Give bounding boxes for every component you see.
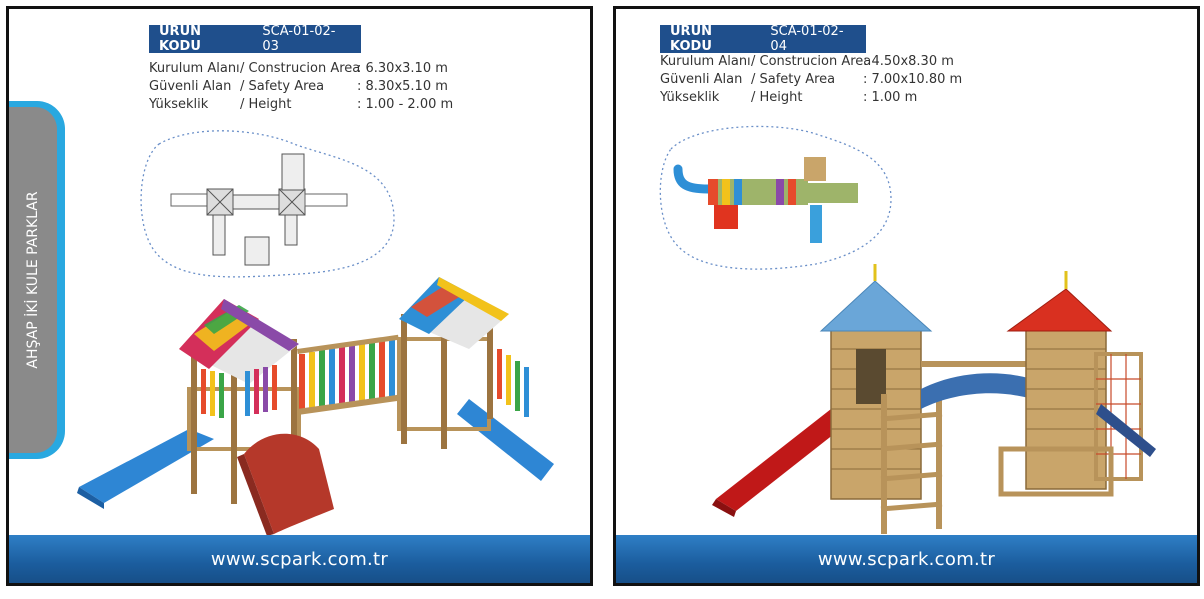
website-link[interactable]: www.scpark.com.tr — [817, 548, 996, 570]
spec-label-en: / Construcion Area — [240, 61, 361, 76]
spec-value: : 1.00 - 2.00 m — [357, 97, 454, 112]
left-tower-fence — [201, 365, 277, 418]
category-side-tab-inner: AHŞAP İKİ KULE PARKLAR — [9, 107, 57, 453]
spec-label-tr: Yükseklik — [149, 97, 209, 112]
product-code: SCA-01-02-04 — [770, 24, 844, 54]
product-code-label: ÜRÜN KODU — [670, 24, 713, 54]
page-footer: www.scpark.com.tr — [616, 535, 1197, 583]
catalog-page-right: ÜRÜN KODU SCA-01-02-04 Kurulum Alanı / C… — [613, 6, 1200, 586]
stairs — [880, 389, 943, 534]
spec-label-tr: Güvenli Alan — [149, 79, 232, 94]
spec-value: : 4.50x8.30 m — [863, 54, 954, 69]
play-structure-left — [77, 277, 554, 536]
spec-value: : 7.00x10.80 m — [863, 72, 963, 87]
spec-label-tr: Yükseklik — [660, 90, 720, 105]
spec-label-en: / Construcion Area — [751, 54, 872, 69]
category-side-tab: AHŞAP İKİ KULE PARKLAR — [9, 101, 65, 459]
product-code-box: ÜRÜN KODU SCA-01-02-04 — [660, 24, 866, 54]
spec-label-en: / Height — [240, 97, 292, 112]
bridge-fence — [297, 334, 399, 415]
spec-label-tr: Kurulum Alanı — [149, 61, 240, 76]
spec-value: : 8.30x5.10 m — [357, 79, 448, 94]
product-code-box: ÜRÜN KODU SCA-01-02-03 — [149, 24, 361, 54]
spec-value: : 1.00 m — [863, 90, 918, 105]
product-code-label: ÜRÜN KODU — [159, 24, 202, 54]
right-tower-fence — [497, 349, 529, 417]
catalog-page-left: AHŞAP İKİ KULE PARKLAR ÜRÜN KODU SCA-01-… — [6, 6, 593, 586]
spec-label-en: / Height — [751, 90, 803, 105]
spec-label-tr: Kurulum Alanı — [660, 54, 751, 69]
product-illustration-right — [659, 125, 1156, 534]
spec-value: : 6.30x3.10 m — [357, 61, 448, 76]
spec-label-en: / Safety Area — [751, 72, 836, 87]
spec-label-tr: Güvenli Alan — [660, 72, 743, 87]
page-footer: www.scpark.com.tr — [9, 535, 590, 583]
play-structure-right — [712, 264, 1156, 534]
safety-area-plan — [659, 125, 892, 270]
spec-label-en: / Safety Area — [240, 79, 325, 94]
product-code: SCA-01-02-03 — [262, 24, 336, 54]
website-link[interactable]: www.scpark.com.tr — [210, 548, 389, 570]
product-illustration-left — [77, 130, 554, 536]
safety-area-plan — [140, 130, 395, 278]
